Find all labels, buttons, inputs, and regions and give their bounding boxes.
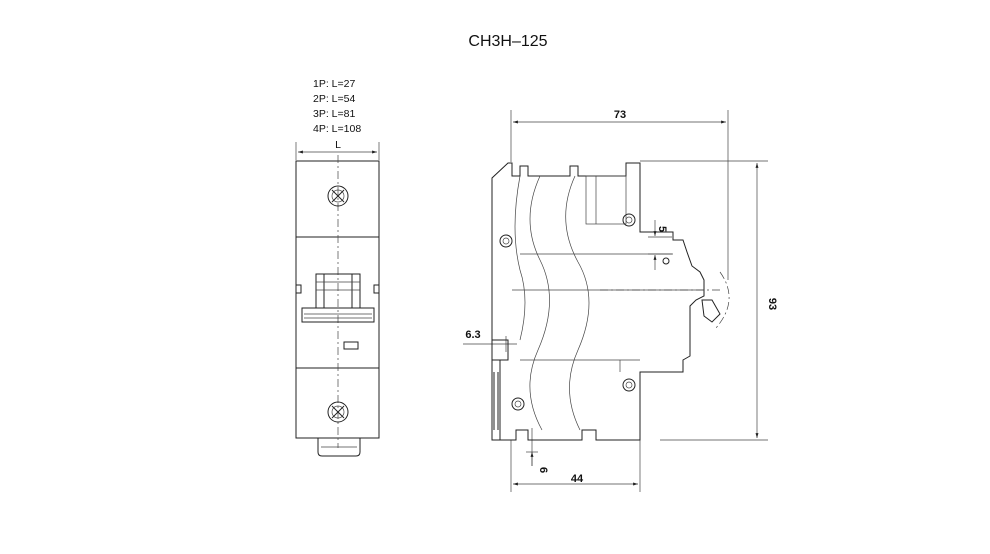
toggle-handle (295, 273, 380, 323)
breaker-housing (491, 162, 705, 441)
top-terminal-block (585, 175, 627, 225)
mounting-hole (662, 257, 670, 265)
handle-tip (701, 299, 721, 323)
terminal-screw-icon (327, 401, 349, 423)
dimension-bottom-offset-value: 6 (537, 467, 549, 473)
dimension-width: 73 (510, 109, 729, 280)
dimension-rail-offset: 6.3 (463, 329, 517, 352)
dimension-height-value: 93 (766, 298, 778, 310)
breaker-body (295, 160, 380, 439)
pole-length-4p: 4P: L=108 (313, 123, 361, 135)
mounting-hole (622, 213, 636, 227)
din-rail-latch (491, 340, 500, 441)
mounting-hole (499, 234, 513, 248)
din-rail-clip (317, 438, 361, 457)
dimension-width-value: 73 (614, 109, 626, 121)
pole-length-3p: 3P: L=81 (313, 108, 355, 120)
side-view: 73 93 5 6.3 6 (463, 109, 778, 492)
mounting-hole (622, 378, 636, 392)
dimension-base-width: 44 (510, 440, 641, 492)
width-label: L (335, 139, 341, 151)
width-dimension: L (295, 139, 380, 160)
dimension-rail-offset-value: 6.3 (465, 329, 480, 341)
drawing-title: CH3H–125 (468, 33, 547, 50)
front-view: 1P: L=27 2P: L=54 3P: L=81 4P: L=108 L (295, 78, 380, 457)
mounting-hole (511, 397, 525, 411)
dimension-bottom-offset: 6 (526, 428, 549, 473)
indicator-window (343, 341, 359, 350)
handle-swing-arc (715, 271, 730, 329)
dimension-base-width-value: 44 (571, 473, 584, 485)
pole-length-1p: 1P: L=27 (313, 78, 355, 90)
dimension-top-offset-value: 5 (656, 226, 668, 232)
terminal-screw-icon (327, 185, 349, 207)
pole-length-2p: 2P: L=54 (313, 93, 355, 105)
dimension-height: 93 (640, 160, 778, 441)
